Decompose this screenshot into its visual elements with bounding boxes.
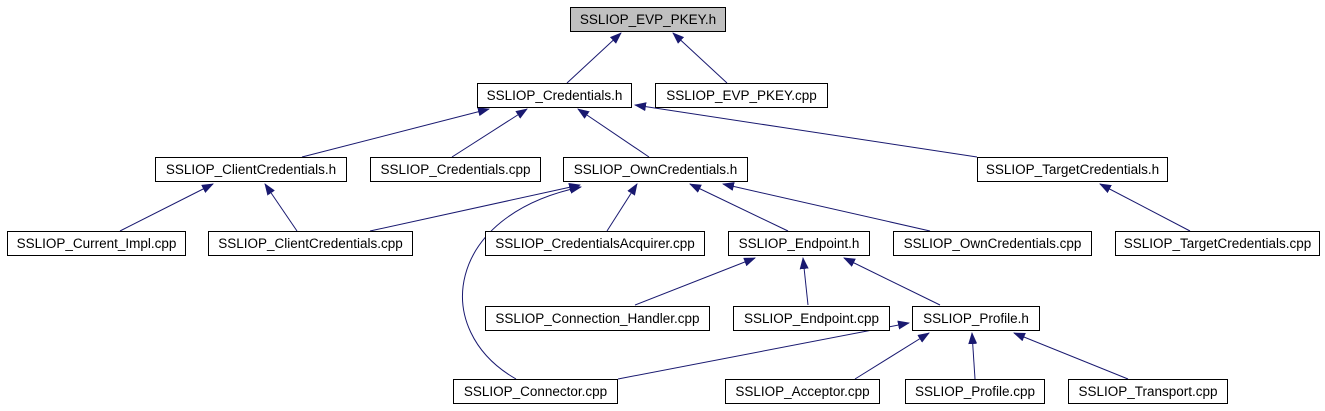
graph-node-label: SSLIOP_Transport.cpp (1078, 384, 1218, 399)
graph-node-label: SSLIOP_Connector.cpp (463, 384, 608, 399)
graph-node-label: SSLIOP_CredentialsAcquirer.cpp (495, 236, 695, 251)
dependency-edge-endpoint_cpp-to-endpoint_h (799, 257, 809, 306)
dependency-edge-credentials_h-to-evp_pkey_h (566, 32, 622, 84)
dependency-edge-clientcredentials_h-to-credentials_h (301, 107, 490, 158)
graph-node-profile_h[interactable]: SSLIOP_Profile.h (912, 306, 1040, 331)
dependency-edge-credentialsacquirer_cpp-to-owncredentials_h (606, 183, 638, 232)
dependency-edge-targetcredentials_cpp-to-targetcredentials_h (1099, 183, 1191, 232)
dependency-edge-credentials_cpp-to-credentials_h (451, 108, 528, 158)
dependency-edge-profile_h-to-endpoint_h (843, 257, 941, 306)
graph-node-label: SSLIOP_Profile.h (923, 311, 1029, 326)
dependency-edge-evp_pkey_cpp-to-evp_pkey_h (672, 32, 728, 84)
graph-node-label: SSLIOP_Connection_Handler.cpp (495, 311, 700, 326)
dependency-edge-clientcredentials_cpp-to-clientcredentials_h (264, 183, 298, 232)
graph-node-owncredentials_h[interactable]: SSLIOP_OwnCredentials.h (563, 157, 748, 182)
dependency-edge-connector_cpp-to-owncredentials_h (462, 184, 582, 380)
graph-node-clientcredentials_h[interactable]: SSLIOP_ClientCredentials.h (155, 157, 347, 182)
graph-node-targetcredentials_h[interactable]: SSLIOP_TargetCredentials.h (977, 157, 1168, 182)
graph-node-label: SSLIOP_Endpoint.cpp (743, 311, 880, 326)
graph-node-credentials_h[interactable]: SSLIOP_Credentials.h (477, 83, 632, 108)
graph-node-label: SSLIOP_EVP_PKEY.cpp (666, 88, 817, 103)
dependency-edge-current_impl_cpp-to-clientcredentials_h (119, 183, 214, 232)
graph-node-credentials_cpp[interactable]: SSLIOP_Credentials.cpp (370, 157, 541, 182)
graph-node-profile_cpp[interactable]: SSLIOP_Profile.cpp (905, 379, 1045, 404)
graph-node-label: SSLIOP_ClientCredentials.h (165, 162, 337, 177)
graph-node-label: SSLIOP_OwnCredentials.cpp (903, 236, 1082, 251)
dependency-edge-transport_cpp-to-profile_h (1013, 332, 1129, 380)
graph-node-evp_pkey_cpp[interactable]: SSLIOP_EVP_PKEY.cpp (655, 83, 828, 108)
graph-node-clientcredentials_cpp[interactable]: SSLIOP_ClientCredentials.cpp (208, 231, 413, 256)
graph-node-label: SSLIOP_OwnCredentials.h (573, 162, 738, 177)
dependency-edge-endpoint_h-to-owncredentials_h (689, 183, 789, 232)
graph-node-acceptor_cpp[interactable]: SSLIOP_Acceptor.cpp (725, 379, 880, 404)
graph-node-owncredentials_cpp[interactable]: SSLIOP_OwnCredentials.cpp (893, 231, 1092, 256)
graph-node-current_impl_cpp[interactable]: SSLIOP_Current_Impl.cpp (7, 231, 186, 256)
graph-node-label: SSLIOP_Credentials.h (486, 88, 623, 103)
graph-node-label: SSLIOP_Endpoint.h (738, 236, 860, 251)
graph-node-connection_handler_cpp[interactable]: SSLIOP_Connection_Handler.cpp (485, 306, 710, 331)
dependency-edge-acceptor_cpp-to-profile_h (854, 332, 930, 380)
graph-node-label: SSLIOP_TargetCredentials.cpp (1123, 236, 1312, 251)
graph-node-label: SSLIOP_EVP_PKEY.h (579, 12, 717, 27)
dependency-edge-clientcredentials_cpp-to-owncredentials_h (369, 182, 581, 232)
graph-node-label: SSLIOP_ClientCredentials.cpp (218, 236, 403, 251)
graph-node-credentialsacquirer_cpp[interactable]: SSLIOP_CredentialsAcquirer.cpp (485, 231, 705, 256)
dependency-edge-connector_cpp-to-profile_h (617, 320, 910, 380)
dependency-edge-connection_handler_cpp-to-endpoint_h (634, 257, 756, 306)
graph-node-connector_cpp[interactable]: SSLIOP_Connector.cpp (453, 379, 618, 404)
dependency-edge-owncredentials_h-to-credentials_h (577, 108, 650, 158)
graph-node-endpoint_cpp[interactable]: SSLIOP_Endpoint.cpp (733, 306, 890, 331)
dependency-edge-targetcredentials_h-to-credentials_h (634, 102, 978, 158)
graph-node-label: SSLIOP_Acceptor.cpp (735, 384, 870, 399)
graph-node-transport_cpp[interactable]: SSLIOP_Transport.cpp (1068, 379, 1228, 404)
dependency-edge-owncredentials_cpp-to-owncredentials_h (722, 182, 931, 232)
dependency-edge-profile_cpp-to-profile_h (968, 332, 978, 380)
graph-node-label: SSLIOP_Credentials.cpp (380, 162, 531, 177)
graph-node-label: SSLIOP_Current_Impl.cpp (16, 236, 177, 251)
graph-node-label: SSLIOP_Profile.cpp (914, 384, 1036, 399)
graph-node-evp_pkey_h[interactable]: SSLIOP_EVP_PKEY.h (570, 7, 726, 32)
graph-node-targetcredentials_cpp[interactable]: SSLIOP_TargetCredentials.cpp (1115, 231, 1320, 256)
graph-node-endpoint_h[interactable]: SSLIOP_Endpoint.h (728, 231, 870, 256)
graph-node-label: SSLIOP_TargetCredentials.h (985, 162, 1160, 177)
